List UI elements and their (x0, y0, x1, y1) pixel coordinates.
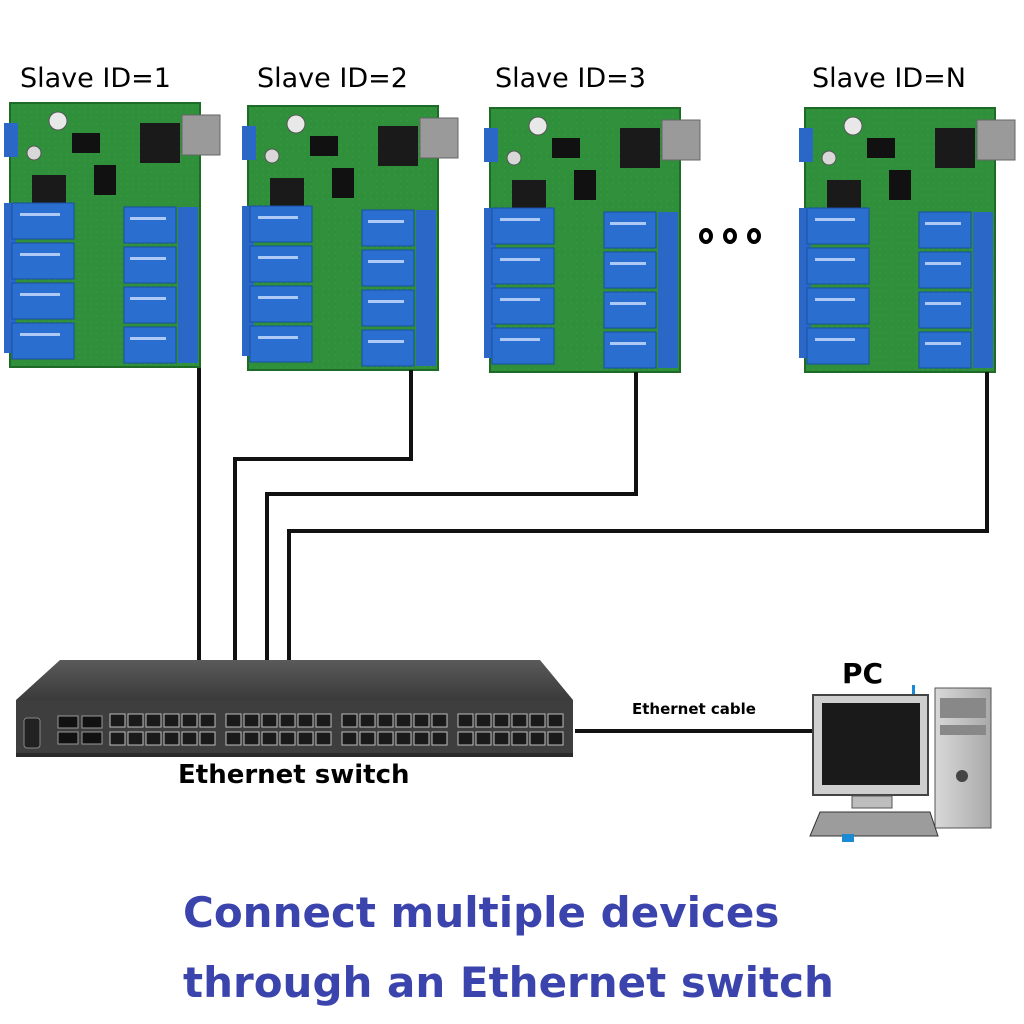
switch-port (261, 731, 278, 746)
cable-slave-3 (265, 372, 638, 718)
switch-port (341, 713, 358, 728)
switch-port (395, 731, 412, 746)
switch-port (127, 731, 144, 746)
pc-monitor-icon (812, 694, 929, 809)
slave-label-n: Slave ID=N (812, 63, 966, 94)
keyboard-icon (809, 811, 939, 842)
switch-port (511, 731, 528, 746)
switch-port (297, 731, 314, 746)
switch-port (457, 713, 474, 728)
switch-port (145, 731, 162, 746)
switch-port (163, 731, 180, 746)
caption-line-1: Connect multiple devices (183, 888, 780, 937)
relay-board-1 (3, 102, 221, 368)
cable-slave-n (287, 372, 989, 718)
switch-port (243, 713, 260, 728)
switch-port (279, 713, 296, 728)
switch-port (493, 713, 510, 728)
slave-label-1: Slave ID=1 (20, 63, 171, 94)
slave-label-3: Slave ID=3 (495, 63, 646, 94)
switch-port (413, 731, 430, 746)
switch-port (199, 731, 216, 746)
slave-label-2: Slave ID=2 (257, 63, 408, 94)
switch-port (261, 713, 278, 728)
switch-port (529, 713, 546, 728)
switch-port (475, 713, 492, 728)
switch-port (395, 713, 412, 728)
switch-port (359, 731, 376, 746)
pc-tower-icon (912, 685, 992, 829)
switch-port (431, 731, 448, 746)
switch-port (377, 713, 394, 728)
switch-port (547, 713, 564, 728)
switch-port (279, 731, 296, 746)
switch-port (475, 731, 492, 746)
cables (197, 368, 989, 733)
switch-port (181, 731, 198, 746)
switch-port (457, 731, 474, 746)
switch-port (413, 713, 430, 728)
switch-port (109, 731, 126, 746)
ethernet-cable-label: Ethernet cable (632, 700, 756, 718)
switch-port (145, 713, 162, 728)
switch-port (297, 713, 314, 728)
switch-port (225, 713, 242, 728)
relay-board-3 (483, 107, 701, 373)
switch-port (493, 731, 510, 746)
switch-port (315, 731, 332, 746)
switch-port (315, 713, 332, 728)
switch-port (341, 731, 358, 746)
relay-board-2 (241, 105, 459, 371)
switch-port (127, 713, 144, 728)
ethernet-switch-icon (16, 660, 573, 757)
switch-port (529, 731, 546, 746)
switch-port (181, 713, 198, 728)
switch-port (547, 731, 564, 746)
switch-port (225, 731, 242, 746)
switch-port (377, 731, 394, 746)
switch-port (359, 713, 376, 728)
switch-port (199, 713, 216, 728)
pc-label: PC (842, 657, 884, 690)
switch-port (109, 713, 126, 728)
switch-port (163, 713, 180, 728)
switch-port (431, 713, 448, 728)
caption-line-2: through an Ethernet switch (183, 958, 834, 1007)
ellipsis-dots (699, 228, 761, 244)
switch-port (511, 713, 528, 728)
relay-board-n (798, 107, 1016, 373)
ethernet-switch-label: Ethernet switch (178, 760, 410, 790)
switch-port (243, 731, 260, 746)
cable-slave-2 (233, 370, 413, 718)
